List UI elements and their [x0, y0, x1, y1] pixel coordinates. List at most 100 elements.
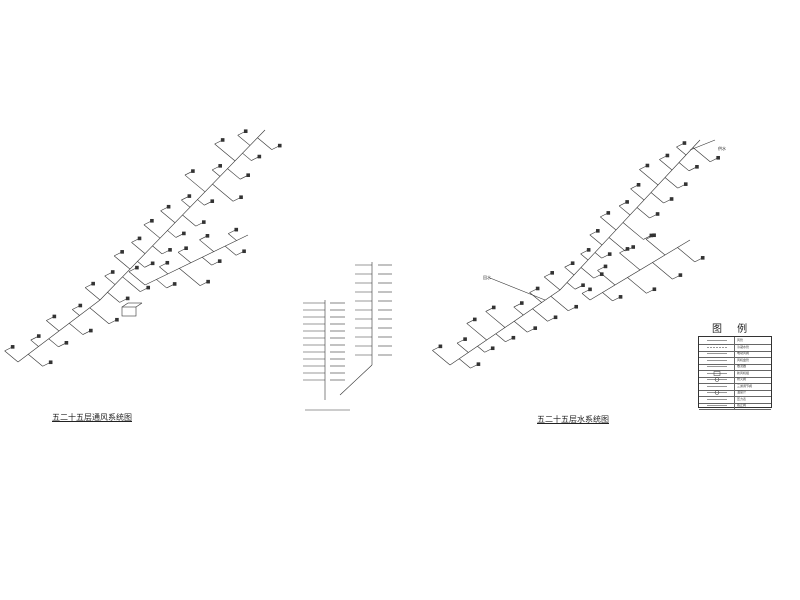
equipment-icon	[678, 273, 683, 277]
water-upper-branch-pipe	[622, 222, 644, 240]
valve-icon	[707, 353, 727, 354]
water-mid-branch-pipe	[597, 270, 616, 286]
water-upper-branch-pipe	[589, 234, 603, 246]
left-diagram-caption: 五二十五层通风系统图	[52, 413, 132, 422]
equipment-icon	[182, 231, 186, 236]
equipment-icon	[625, 247, 630, 251]
vent-upper-branch-pipe	[113, 255, 131, 270]
equipment-icon	[246, 173, 250, 177]
air-handler-box-edge	[121, 302, 129, 308]
water-mid-branch-pipe	[645, 239, 666, 256]
legend-row: 温度计	[699, 389, 771, 397]
equipment-icon	[645, 163, 650, 168]
vent-lower-branch-pipe	[69, 323, 84, 335]
equipment-icon	[695, 165, 699, 169]
vent-mid-branch-pipe	[128, 271, 146, 286]
equipment-icon	[700, 256, 705, 260]
vent-upper-branch-pipe	[137, 261, 145, 268]
vent-upper-branch-pipe	[212, 183, 234, 202]
legend-label: 风机盘管	[737, 357, 750, 362]
bar-icon	[707, 398, 727, 400]
equipment-icon	[184, 246, 188, 251]
supply-leader-line	[689, 139, 716, 151]
vent-upper-branch-pipe	[197, 199, 205, 206]
equipment-icon	[239, 195, 243, 200]
legend-row: 冷凝水管	[699, 344, 771, 352]
vent-upper-branch-pipe	[104, 275, 116, 285]
water-upper-branch-pipe	[692, 147, 711, 163]
water-upper-branch-pipe	[594, 252, 602, 259]
legend-row: 截止阀	[699, 402, 771, 410]
equipment-icon	[220, 138, 225, 142]
water-mid-branch-pipe	[652, 262, 673, 280]
water-isometric-diagram	[432, 139, 720, 369]
riser-connector	[339, 364, 373, 396]
equipment-icon	[574, 304, 579, 309]
vent-upper-branch-pipe	[84, 287, 101, 301]
equipment-icon	[36, 334, 41, 338]
water-upper-branch-pipe	[639, 169, 659, 186]
vent-upper-branch-pipe	[211, 169, 221, 177]
vent-upper-branch-pipe	[227, 168, 241, 180]
riser-diagram	[303, 262, 392, 411]
supply-note: 供水	[718, 146, 726, 151]
return-leader-line	[489, 277, 546, 301]
water-lower-branch-pipe	[550, 296, 569, 311]
vent-lower-branch-pipe	[28, 354, 43, 367]
ventilation-isometric-diagram	[4, 129, 282, 367]
equipment-icon	[172, 282, 177, 286]
elbow-icon	[707, 359, 727, 361]
legend-label: 散流器	[737, 364, 747, 368]
vent-upper-branch-pipe	[160, 210, 176, 223]
water-upper-branch-pipe	[630, 188, 645, 201]
box-icon	[707, 370, 727, 376]
water-upper-branch-pipe	[608, 237, 626, 252]
legend-label: 截止阀	[737, 403, 747, 407]
right-diagram-caption: 五二十五层水系统图	[537, 415, 609, 424]
water-lower-branch-pipe	[513, 306, 524, 316]
equipment-icon	[210, 199, 215, 203]
arc-icon	[707, 377, 727, 382]
legend-title: 图 例	[712, 324, 754, 335]
legend-row: 三通调节阀	[699, 383, 771, 391]
equipment-icon	[596, 229, 600, 233]
equipment-icon	[472, 317, 477, 322]
legend-row: 风机盘管	[699, 357, 771, 365]
equipment-icon	[682, 141, 687, 145]
equipment-icon	[48, 360, 53, 365]
equipment-icon	[652, 233, 656, 238]
equipment-icon	[550, 271, 555, 275]
equipment-icon	[150, 261, 155, 266]
equipment-icon	[533, 326, 538, 330]
water-lower-branch-pipe	[458, 358, 471, 369]
equipment-icon	[581, 283, 585, 288]
vent-mid-branch-pipe	[224, 245, 237, 256]
equipment-icon	[187, 194, 192, 198]
water-mid-branch-pipe	[627, 277, 647, 294]
dash-icon	[707, 346, 727, 348]
equipment-icon	[218, 164, 222, 168]
equipment-icon	[257, 154, 262, 159]
legend-row: 防火阀	[699, 376, 771, 384]
water-lower-branch-pipe	[432, 350, 451, 366]
equipment-icon	[519, 301, 524, 305]
equipment-icon	[636, 183, 641, 187]
equipment-icon	[669, 197, 674, 201]
equipment-icon	[438, 344, 443, 349]
water-lower-branch-pipe	[529, 292, 542, 303]
vent-upper-branch-pipe	[182, 214, 197, 227]
water-upper-branch-pipe	[676, 146, 687, 156]
equipment-icon	[125, 296, 130, 301]
water-upper-branch-pipe	[566, 282, 576, 290]
vent-upper-branch-pipe	[152, 245, 163, 255]
water-upper-branch-pipe	[600, 216, 617, 231]
vent-lower-branch-pipe	[89, 307, 110, 324]
legend-label: 冷凝水管	[737, 344, 750, 349]
equipment-icon	[606, 211, 611, 215]
equipment-icon	[683, 182, 688, 186]
equipment-icon	[89, 328, 93, 333]
equipment-icon	[603, 264, 608, 269]
vent-upper-branch-pipe	[242, 152, 252, 161]
vent-lower-branch-pipe	[72, 309, 80, 316]
water-mid-branch-pipe	[619, 252, 641, 271]
